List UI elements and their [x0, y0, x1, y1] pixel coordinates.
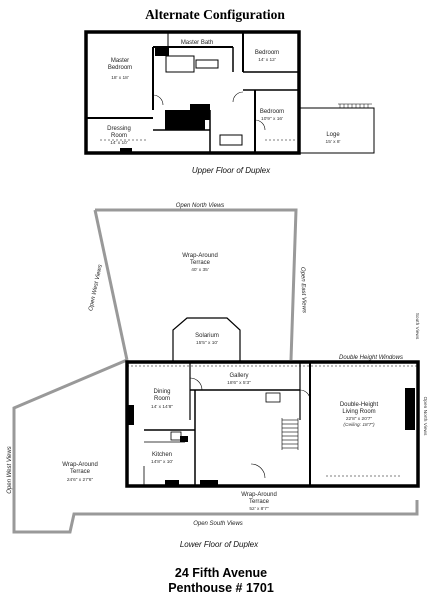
room-solarium-dims: 15'5" x 10'	[196, 340, 218, 346]
label-line: Dining	[153, 389, 170, 395]
view-west2-label: Open West Views	[7, 446, 13, 493]
label-line: Living Room	[342, 409, 375, 415]
view-north-label: Open North Views	[176, 203, 225, 209]
label-line: Bedroom	[108, 65, 132, 71]
room-living-dims: 22'8" x 20'7"	[346, 416, 373, 422]
loge-outline	[298, 107, 375, 154]
label-line: Wrap-Around	[182, 253, 218, 259]
room-bedroom2-label: Bedroom	[260, 109, 284, 115]
room-bedroom1-dims: 14' x 12'	[258, 57, 276, 63]
room-gallery-label: Gallery	[229, 373, 248, 379]
label-line: Dressing	[107, 126, 131, 132]
view-west-label: Open West Views	[88, 264, 104, 312]
label-line: Wrap-Around	[241, 492, 277, 498]
address-line-1: 24 Fifth Avenue	[175, 566, 267, 580]
view-north-side-label: Open North Views	[422, 397, 428, 436]
lower-floor-caption: Lower Floor of Duplex	[180, 540, 259, 549]
room-master-bath: Master Bath	[181, 40, 213, 46]
label-line: Terrace	[249, 499, 270, 505]
view-south-label: Open South Views	[193, 521, 243, 527]
upper-outer-wall	[84, 30, 301, 155]
label-line: Room	[154, 396, 170, 402]
room-terrace-top-dims: 40' x 35'	[191, 267, 209, 273]
solarium-outline	[172, 317, 241, 363]
room-loge-dims: 15' x 8'	[326, 139, 341, 145]
room-terrace-bottom-dims: 52' x 8'7"	[249, 506, 269, 512]
view-south-side-label: South Views	[414, 313, 420, 340]
room-solarium-label: Solarium	[195, 333, 219, 339]
label-line: Terrace	[190, 260, 211, 266]
upper-floor-caption: Upper Floor of Duplex	[192, 166, 271, 175]
room-kitchen-label: Kitchen	[152, 452, 172, 458]
label-line: Master	[111, 58, 129, 64]
room-living-ceiling: (Ceiling: 18'7")	[343, 422, 375, 428]
lower-outer-wall	[125, 360, 420, 488]
room-kitchen-dims: 14'8" x 10'	[151, 459, 173, 465]
room-dressing-dims: 14' x 10'	[110, 140, 128, 146]
double-height-windows-label: Double Height Windows	[339, 355, 403, 361]
room-bedroom1-label: Bedroom	[255, 50, 279, 56]
room-bedroom2-dims: 10'9" x 16'	[261, 116, 283, 122]
room-loge-label: Loge	[326, 132, 340, 138]
loge-railing	[338, 103, 372, 108]
lower-wall-blocks	[128, 388, 415, 486]
upper-wall-blocks	[120, 48, 210, 153]
lower-floor-plan	[125, 317, 420, 488]
room-terrace-left-dims: 24'6" x 27'6"	[67, 477, 94, 483]
address-line-2: Penthouse # 1701	[168, 581, 274, 595]
label-line: Terrace	[70, 469, 91, 475]
room-dining-dims: 14' x 14'8"	[151, 404, 173, 410]
view-east-label: Open East Views	[299, 267, 307, 313]
page-title: Alternate Configuration	[145, 7, 285, 22]
label-line: Double-Height	[340, 402, 379, 408]
room-master-bedroom-dims: 18' x 18'	[111, 75, 129, 81]
label-line: Wrap-Around	[62, 462, 98, 468]
room-gallery-dims: 18'6" x 5'3"	[227, 380, 251, 386]
label-line: Room	[111, 133, 127, 139]
